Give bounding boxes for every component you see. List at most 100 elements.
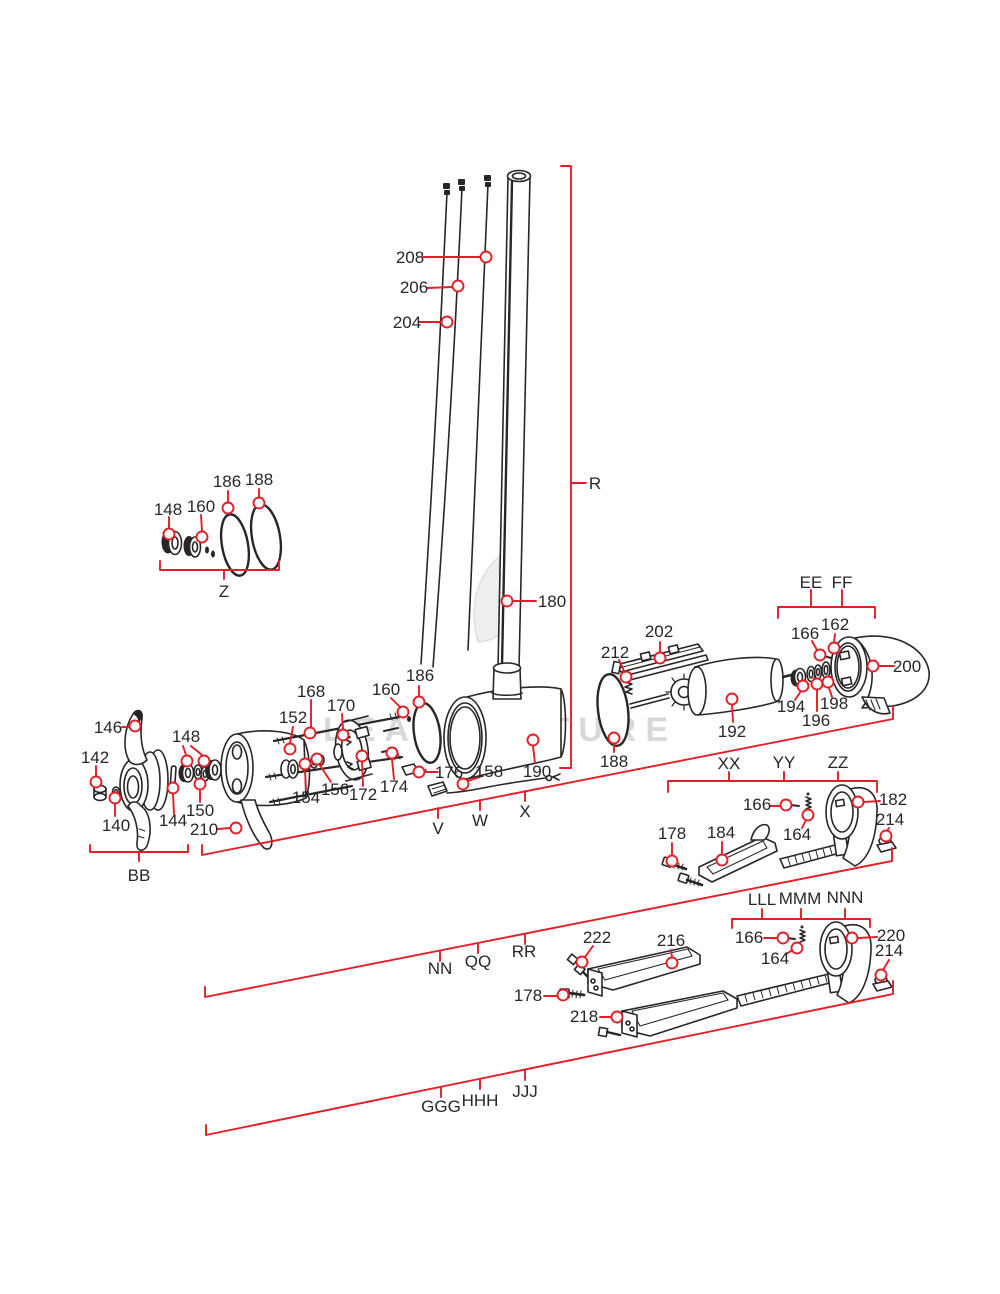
- section-label-X: X: [519, 802, 530, 821]
- part-label-194: 194: [777, 697, 805, 716]
- motor-housing-main-drawing: [443, 662, 567, 780]
- part-label-196: 196: [802, 711, 830, 730]
- part-label-174: 174: [380, 777, 408, 796]
- part-label-212: 212: [601, 643, 629, 662]
- part-label-214-bottom: 214: [875, 941, 903, 960]
- part-label-160-z: 160: [187, 497, 215, 516]
- bracket-XX-YY-ZZ: [667, 771, 878, 793]
- callout-182: [851, 795, 881, 809]
- part-label-190: 190: [523, 762, 551, 781]
- skeg-plate-184-drawing: [698, 823, 778, 883]
- section-label-NNN: NNN: [827, 888, 864, 907]
- callout-194: [794, 679, 810, 701]
- part-label-140: 140: [102, 816, 130, 835]
- end-housing-200-drawing: [830, 635, 930, 715]
- part-label-210: 210: [190, 820, 218, 839]
- callout-212: [618, 659, 633, 684]
- section-label-Z: Z: [219, 582, 229, 601]
- callout-166-mid: [769, 798, 793, 812]
- section-label-RR: RR: [512, 942, 537, 961]
- callout-170: [336, 713, 350, 742]
- part-label-188-right: 188: [600, 752, 628, 771]
- callout-160-z: [195, 514, 209, 544]
- part-label-178-upper: 178: [658, 824, 686, 843]
- callout-188-right: [607, 731, 621, 753]
- section-label-HHH: HHH: [462, 1091, 499, 1110]
- callout-166-bottom: [763, 931, 790, 945]
- bracket-R: [559, 165, 587, 769]
- callout-160-mid: [390, 697, 410, 719]
- section-label-BB: BB: [128, 866, 151, 885]
- part-label-218: 218: [570, 1007, 598, 1026]
- part-label-182: 182: [879, 790, 907, 809]
- part-label-168: 168: [297, 682, 325, 701]
- part-label-152: 152: [279, 708, 307, 727]
- callout-204: [418, 315, 454, 329]
- part-label-214-mid: 214: [876, 810, 904, 829]
- part-label-142: 142: [81, 748, 109, 767]
- callout-148-z: [162, 516, 176, 541]
- spring-164-bottom-drawing: [799, 925, 806, 943]
- propeller-drawing: [119, 709, 169, 852]
- part-label-188-z: 188: [245, 470, 273, 489]
- cover-218-drawing: [597, 990, 738, 1038]
- section-line-GGG-HHH-JJJ: [205, 980, 894, 1136]
- callout-166-right: [811, 640, 827, 662]
- part-label-164-bottom: 164: [761, 949, 789, 968]
- part-label-192: 192: [718, 722, 746, 741]
- main-shaft-drawing: [497, 169, 532, 670]
- part-label-170: 170: [327, 696, 355, 715]
- labels: 204 206 208 180 186 188 148 160 146 142 …: [81, 248, 921, 1116]
- callout-178-upper: [665, 842, 679, 868]
- callout-200: [866, 659, 895, 673]
- part-label-160-mid: 160: [372, 680, 400, 699]
- part-label-216: 216: [657, 931, 685, 950]
- callout-188-z: [252, 488, 266, 510]
- callout-140: [108, 791, 122, 817]
- callout-214-mid: [879, 827, 893, 843]
- part-label-148-prop: 148: [172, 727, 200, 746]
- section-label-NN: NN: [428, 959, 453, 978]
- callout-202: [653, 641, 667, 665]
- part-label-144: 144: [159, 811, 187, 830]
- part-label-154: 154: [292, 788, 320, 807]
- section-line-V-W-X: [201, 705, 894, 856]
- section-line-NN-QQ-RR: [204, 847, 893, 998]
- callout-164-bottom: [785, 941, 804, 955]
- section-label-ZZ: ZZ: [828, 753, 849, 772]
- callout-156: [310, 752, 332, 783]
- callout-152: [283, 726, 297, 756]
- part-label-162: 162: [821, 615, 849, 634]
- callout-150: [193, 777, 207, 803]
- section-label-R: R: [589, 474, 601, 493]
- callout-168: [303, 699, 317, 740]
- part-label-172: 172: [349, 785, 377, 804]
- section-label-LLL: LLL: [748, 890, 776, 909]
- callout-198: [821, 675, 835, 698]
- callout-192: [725, 692, 739, 723]
- part-label-178-lower: 178: [514, 986, 542, 1005]
- section-label-XX: XX: [718, 754, 741, 773]
- part-label-206: 206: [400, 278, 428, 297]
- part-label-148-z: 148: [154, 500, 182, 519]
- part-label-150: 150: [186, 801, 214, 820]
- callout-206: [426, 279, 465, 293]
- part-label-208: 208: [396, 248, 424, 267]
- section-label-MMM: MMM: [779, 889, 821, 908]
- section-label-JJJ: JJJ: [512, 1082, 538, 1101]
- callout-172: [355, 749, 369, 787]
- part-label-166-mid: 166: [743, 795, 771, 814]
- section-label-V: V: [432, 819, 444, 838]
- part-label-186-mid: 186: [406, 666, 434, 685]
- spring-164-mid-drawing: [805, 792, 812, 810]
- callout-186-mid: [412, 685, 426, 709]
- callout-186-z: [221, 490, 235, 515]
- callout-214-bottom: [874, 959, 890, 982]
- callout-216: [665, 949, 679, 970]
- section-label-GGG: GGG: [421, 1097, 461, 1116]
- bracket-BB: [89, 844, 189, 862]
- callout-164-mid: [801, 808, 815, 829]
- section-label-W: W: [472, 811, 488, 830]
